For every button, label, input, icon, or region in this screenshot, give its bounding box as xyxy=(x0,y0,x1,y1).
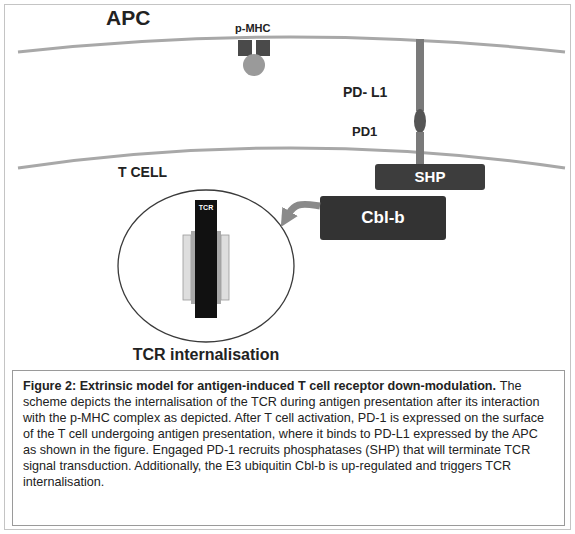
node-text: Cbl-b xyxy=(361,209,404,228)
mhc-chain xyxy=(256,40,270,56)
molecule-label: PD- L1 xyxy=(343,84,387,100)
peptide xyxy=(243,54,265,76)
node-text: SHP xyxy=(415,169,446,186)
ubiquitin-ligase-box: Cbl-b xyxy=(320,196,446,240)
molecule-label: p-MHC xyxy=(235,22,270,34)
cell-label: T CELL xyxy=(118,164,167,180)
molecule-label: PD1 xyxy=(352,124,377,139)
cd3-chain xyxy=(217,231,221,304)
cd3-chain xyxy=(221,235,229,300)
apc-membrane xyxy=(18,37,565,52)
figure-title: Figure 2: Extrinsic model for antigen-in… xyxy=(23,379,496,393)
tcr-receptor: TCR xyxy=(195,200,217,318)
phosphatase-box: SHP xyxy=(375,164,485,190)
node-text: TCR xyxy=(199,204,213,212)
pd1-stalk xyxy=(416,132,424,165)
internalisation-circle: TCRTCR internalisation xyxy=(115,188,297,366)
node-text: TCR internalisation xyxy=(95,346,317,364)
figure-caption: The scheme depicts the internalisation o… xyxy=(23,379,544,489)
cd3-chain xyxy=(183,235,191,300)
process-arrow xyxy=(287,204,320,216)
mhc-chain xyxy=(238,40,252,56)
caption-box: Figure 2: Extrinsic model for antigen-in… xyxy=(12,370,565,526)
pd-l1-stalk xyxy=(416,39,424,111)
figure-frame xyxy=(5,5,571,530)
pd-binding-site xyxy=(414,109,426,133)
circle-outline xyxy=(118,190,294,342)
cell-label: APC xyxy=(106,6,150,30)
